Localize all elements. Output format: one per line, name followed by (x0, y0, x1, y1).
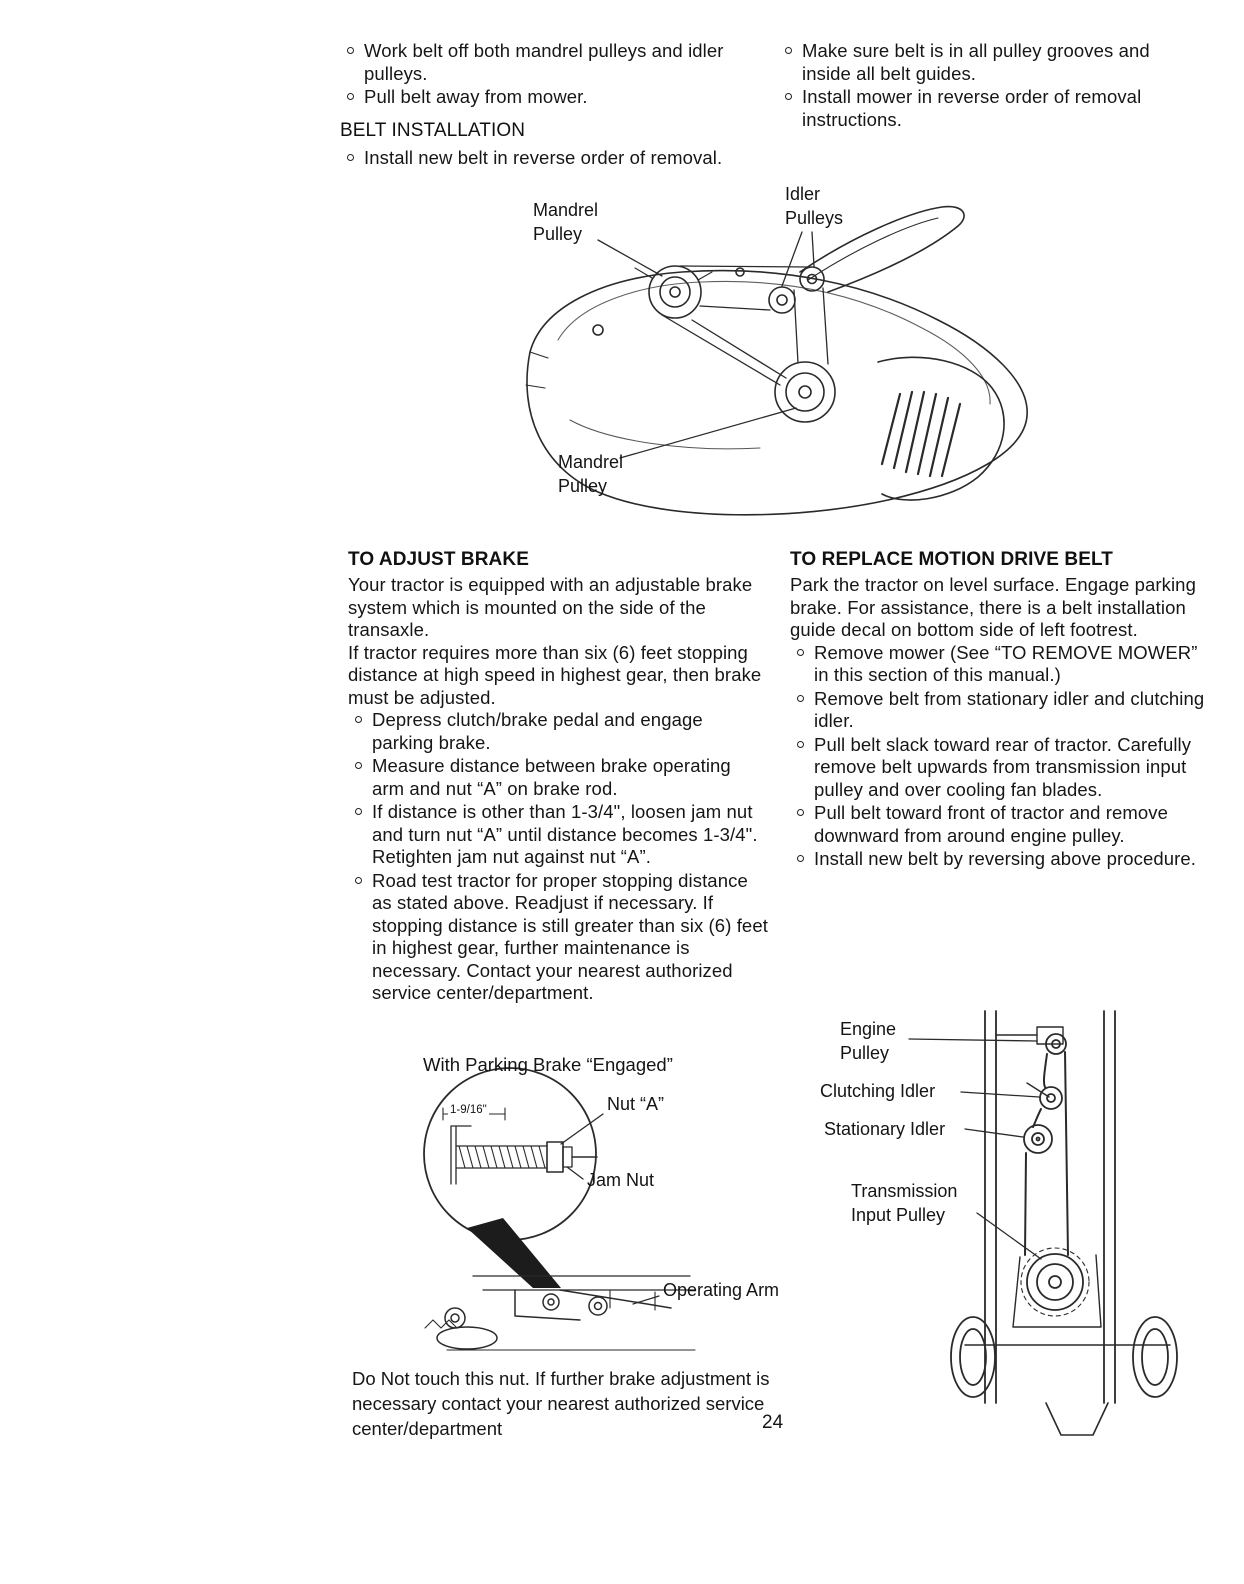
top-right-column: Make sure belt is in all pulley grooves … (778, 40, 1198, 132)
bullet-item: Remove belt from stationary idler and cl… (790, 688, 1210, 733)
bullet-item: Pull belt slack toward rear of tractor. … (790, 734, 1210, 802)
label-nut-a: Nut “A” (607, 1094, 665, 1114)
bullet-text: If distance is other than 1-3/4", loosen… (372, 801, 758, 867)
bullet-text: Pull belt away from mower. (364, 86, 588, 107)
paragraph: If tractor requires more than six (6) fe… (348, 641, 762, 708)
bullet-icon (347, 47, 354, 54)
belt-installation-heading: BELT INSTALLATION (340, 119, 526, 141)
bullet-icon (355, 762, 362, 769)
mower-deck-diagram: Mandrel Pulley Idler Pulleys Mandrel Pul… (430, 180, 1060, 545)
bullet-item: Pull belt away from mower. (340, 86, 768, 109)
bullet-text: Install new belt in reverse order of rem… (364, 146, 723, 168)
bullet-item: Measure distance between brake operating… (348, 755, 768, 800)
paragraph: Park the tractor on level surface. Engag… (790, 574, 1196, 640)
bullet-icon (355, 716, 362, 723)
bullet-list-top-right: Make sure belt is in all pulley grooves … (778, 40, 1198, 131)
mower-deck-drawing (525, 205, 1028, 516)
label-dimension: 1-9/16" (448, 1104, 489, 1116)
bullet-item: Remove mower (See “TO REMOVE MOWER” in t… (790, 642, 1210, 687)
bullet-item: Depress clutch/brake pedal and engage pa… (348, 709, 768, 754)
brake-warning-note: Do Not touch this nut. If further brake … (352, 1368, 770, 1439)
label-transmission-input-pulley: Transmission Input Pulley (851, 1181, 958, 1225)
bullet-icon (797, 740, 804, 748)
bullet-icon (347, 93, 354, 100)
bullet-text: Road test tractor for proper stopping di… (372, 869, 768, 1004)
adjust-brake-heading: TO ADJUST BRAKE (348, 549, 529, 570)
bullet-icon (355, 876, 362, 884)
bullet-text: Remove mower (See “TO REMOVE MOWER” in t… (814, 641, 1198, 686)
label-mandrel-pulley-bottom: Mandrel Pulley (558, 452, 624, 496)
page-number: 24 (762, 1412, 784, 1433)
bullet-icon (785, 93, 792, 100)
bullet-text: Install new belt by reversing above proc… (814, 848, 1197, 869)
bullet-item: If distance is other than 1-3/4", loosen… (348, 801, 768, 869)
label-mandrel-pulley-top: Mandrel Pulley (533, 200, 599, 244)
bullet-list-top-left: Work belt off both mandrel pulleys and i… (340, 40, 768, 109)
bullet-item: Install mower in reverse order of remova… (778, 86, 1198, 131)
label-stationary-idler: Stationary Idler (824, 1119, 946, 1139)
replace-belt-bullets: Remove mower (See “TO REMOVE MOWER” in t… (790, 642, 1210, 871)
bullet-icon (355, 808, 362, 815)
label-operating-arm: Operating Arm (663, 1280, 780, 1300)
bullet-item: Road test tractor for proper stopping di… (348, 870, 768, 1005)
bullet-list-belt-installation: Install new belt in reverse order of rem… (340, 147, 768, 170)
label-idler-pulleys: Idler Pulleys (785, 184, 844, 228)
bullet-item: Work belt off both mandrel pulleys and i… (340, 40, 768, 85)
replace-belt-paragraphs: Park the tractor on level surface. Engag… (790, 574, 1210, 642)
bullet-icon (785, 47, 792, 54)
bullet-text: Install mower in reverse order of remova… (802, 86, 1142, 130)
adjust-brake-section: TO ADJUST BRAKE Your tractor is equipped… (348, 548, 768, 1006)
top-left-column: Work belt off both mandrel pulleys and i… (340, 40, 768, 170)
brake-diagram-caption: With Parking Brake “Engaged” (423, 1054, 673, 1075)
bullet-text: Depress clutch/brake pedal and engage pa… (372, 709, 703, 753)
bullet-item: Make sure belt is in all pulley grooves … (778, 40, 1198, 85)
bullet-text: Work belt off both mandrel pulleys and i… (364, 40, 724, 84)
bullet-text: Remove belt from stationary idler and cl… (814, 687, 1205, 732)
bullet-icon (797, 809, 804, 816)
bullet-icon (797, 694, 804, 702)
brake-adjustment-diagram: With Parking Brake “Engaged” 1-9/16" Nut… (355, 1050, 800, 1368)
bullet-text: Make sure belt is in all pulley grooves … (802, 40, 1150, 84)
replace-belt-section: TO REPLACE MOTION DRIVE BELT Park the tr… (790, 548, 1210, 872)
label-clutching-idler: Clutching Idler (820, 1081, 936, 1101)
bullet-item: Pull belt toward front of tractor and re… (790, 802, 1210, 847)
bullet-text: Measure distance between brake operating… (372, 755, 731, 799)
label-jam-nut: Jam Nut (587, 1170, 655, 1190)
bullet-icon (347, 153, 354, 161)
paragraph: Your tractor is equipped with an adjusta… (348, 574, 753, 640)
brake-drawing (423, 1067, 696, 1351)
bullet-item: Install new belt in reverse order of rem… (340, 147, 768, 170)
belt-drawing (908, 1010, 1178, 1436)
bullet-icon (797, 648, 804, 656)
adjust-brake-bullets: Depress clutch/brake pedal and engage pa… (348, 709, 768, 1005)
bullet-icon (797, 855, 804, 862)
bullet-text: Pull belt toward front of tractor and re… (814, 802, 1169, 846)
label-engine-pulley: Engine Pulley (840, 1019, 897, 1063)
replace-belt-heading: TO REPLACE MOTION DRIVE BELT (790, 549, 1113, 570)
adjust-brake-paragraphs: Your tractor is equipped with an adjusta… (348, 574, 768, 709)
bullet-text: Pull belt slack toward rear of tractor. … (814, 733, 1192, 800)
motion-drive-belt-diagram: Engine Pulley Clutching Idler Stationary… (815, 1005, 1220, 1440)
bullet-item: Install new belt by reversing above proc… (790, 848, 1210, 871)
